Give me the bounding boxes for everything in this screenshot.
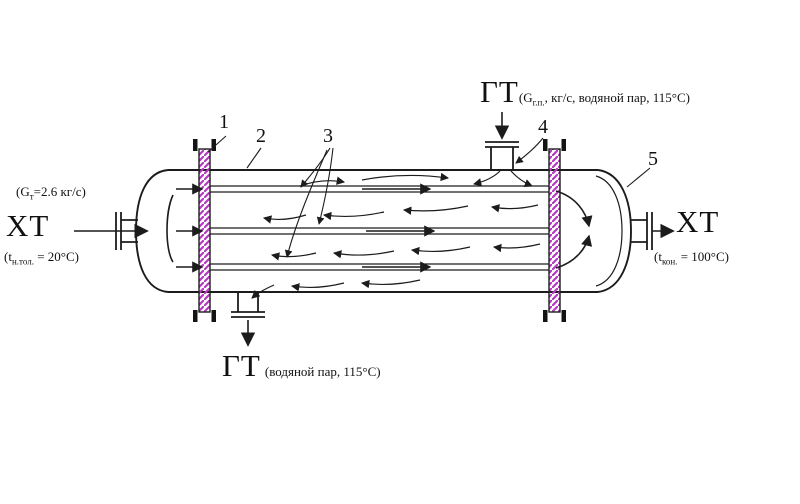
left-head-distribution-curve: [166, 194, 174, 263]
leader-1: [207, 135, 227, 153]
vapor-flow-arrow: [262, 214, 307, 224]
tube-sheet-flange-bolts: [193, 139, 566, 322]
vapor-flow-arrow: [472, 170, 501, 187]
right-tube-sheet: [548, 148, 561, 313]
vapor-flow-arrow: [360, 279, 421, 289]
callout-4: 4: [538, 116, 548, 138]
vapor-flow-arrow: [251, 284, 275, 299]
tube-sheets: [193, 139, 566, 322]
vapor-flow-arrow: [299, 176, 346, 187]
leader-2: [246, 147, 262, 169]
callout-5: 5: [648, 148, 658, 170]
right-head-inner-line: [595, 175, 623, 287]
vapor-flow-arrow: [510, 170, 533, 188]
vapor-flow-arrow: [322, 211, 385, 221]
cold-outlet-stream: ХТ: [676, 204, 720, 239]
right-head: [597, 169, 632, 293]
right-outlet-nozzle: [630, 212, 653, 250]
leader-3c: [284, 149, 328, 258]
vapor-flow-arrow: [270, 252, 317, 261]
callout-3: 3: [323, 125, 333, 147]
leader-4: [515, 137, 544, 164]
nozzles: [115, 141, 653, 318]
vapor-flow-arrow: [410, 246, 471, 256]
bottom-condensate-nozzle: [231, 292, 265, 318]
hot-outlet-label: ГТ (водяной пар, 115°С): [222, 348, 381, 383]
vapor-flow-arrow: [290, 282, 345, 292]
leader-3a: [300, 147, 331, 188]
vapor-flow-arrow: [402, 205, 469, 215]
tube: [210, 227, 549, 235]
leader-3b: [316, 147, 334, 225]
leader-5: [626, 167, 651, 188]
top-vapor-nozzle: [485, 141, 519, 170]
hot-outlet-stream: ГТ: [222, 348, 261, 383]
hot-inlet-stream: ГТ: [480, 74, 519, 109]
cold-inlet-stream: ХТ: [6, 208, 50, 243]
vapor-flow-arrow: [490, 204, 539, 213]
tube: [210, 185, 549, 193]
callout-leaders: [207, 135, 651, 258]
cold-outlet-temperature: (tкон. = 100°С): [654, 249, 729, 267]
left-inlet-nozzle: [115, 212, 138, 250]
vapor-flow-arrow: [492, 243, 541, 253]
cold-inlet-flowrate: (Gт=2.6 кг/с): [16, 184, 86, 202]
tube-bundle: [210, 185, 549, 271]
right-head-collector-curve: [555, 234, 593, 269]
vapor-flow-arrow: [361, 172, 450, 182]
shell-side-vapor-arrows: [251, 170, 541, 299]
callout-2: 2: [256, 125, 266, 147]
tube-side-flow-arrows: [74, 112, 675, 347]
callout-1: 1: [219, 111, 229, 133]
cold-inlet-temperature: (tн.тол. = 20°С): [4, 249, 79, 267]
hot-inlet-spec: (Gг.п., кг/с, водяной пар, 115°С): [518, 90, 690, 108]
vapor-flow-arrow: [332, 250, 395, 259]
hot-inlet-label: ГТ(Gг.п., кг/с, водяной пар, 115°С): [480, 74, 690, 109]
tube: [210, 263, 549, 271]
right-head-collector-curve: [555, 190, 593, 228]
hot-outlet-note: (водяной пар, 115°С): [264, 364, 381, 379]
